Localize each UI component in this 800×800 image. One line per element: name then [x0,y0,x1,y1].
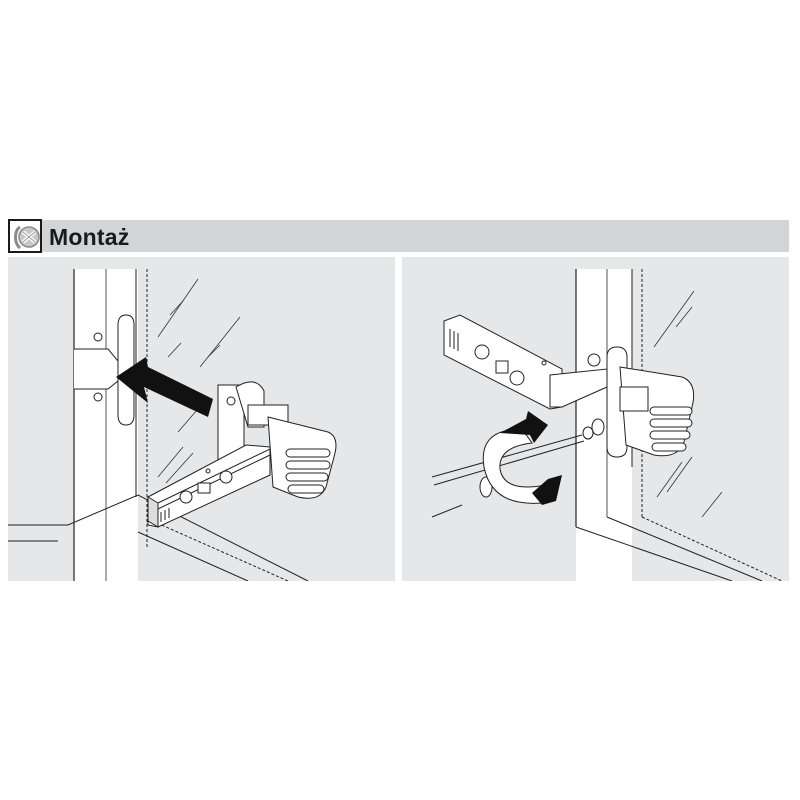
screw-tightening-illustration [431,269,783,581]
assembly-icon-frame [8,219,42,253]
hinge-clip-on-illustration [8,269,337,581]
step-1-panel [8,257,395,581]
screw-assembly-icon [14,225,40,250]
section-title: Montaż [49,224,130,250]
step-2-panel [402,257,789,581]
section-header-bar [8,220,789,252]
